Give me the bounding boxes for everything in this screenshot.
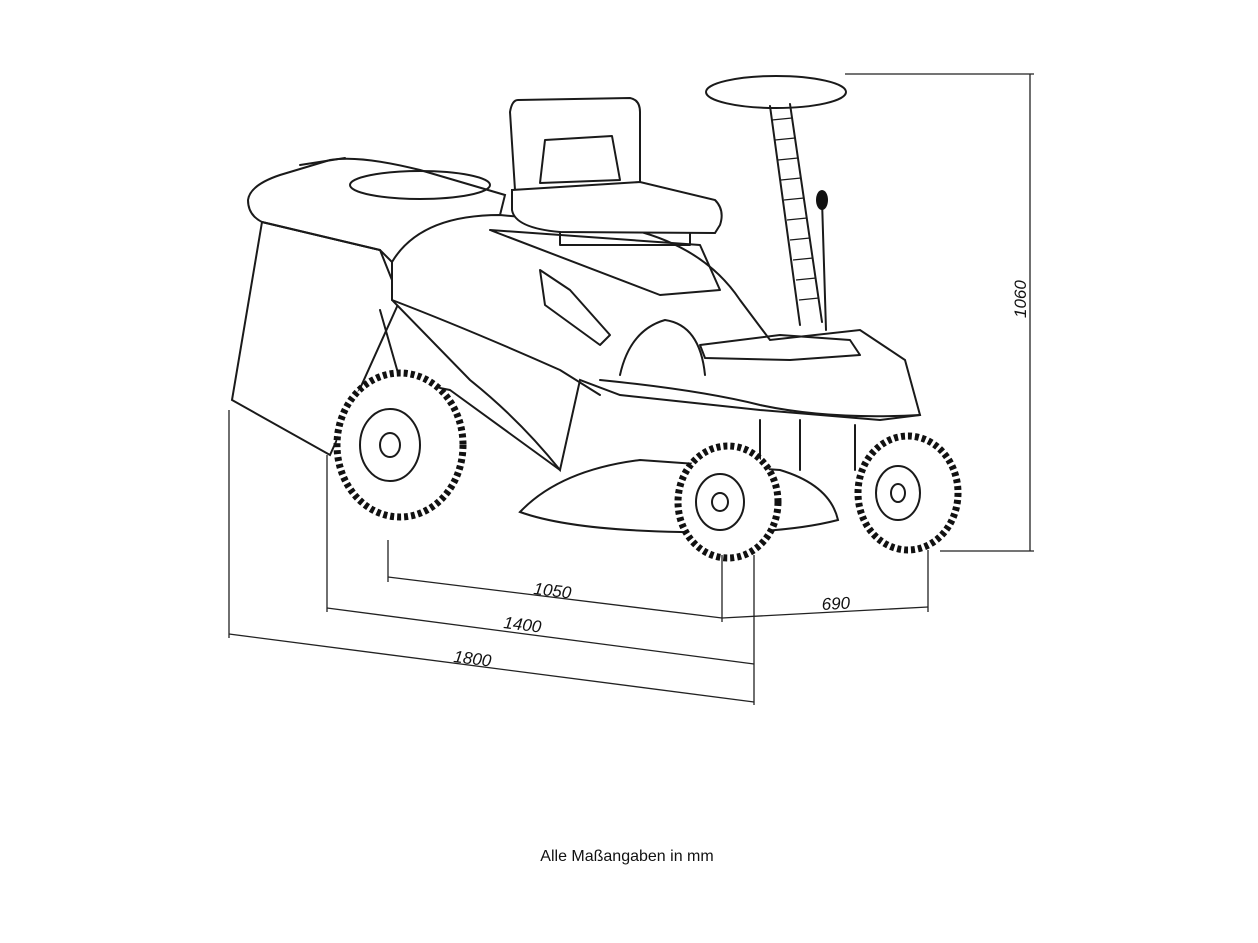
mower-body [379,213,922,473]
dimension-wheelbase: 1050 [533,579,573,603]
dimension-lines [228,73,1034,705]
dimension-width: 690 [821,594,851,614]
seat [508,96,723,246]
front-wheel-right [854,432,962,554]
dimension-length: 1400 [503,613,543,637]
dimension-total-length: 1800 [453,647,493,671]
caption: Alle Maßangaben in mm [540,848,714,865]
dimension-height: 1060 [1011,280,1030,318]
rear-wheel [333,369,467,521]
steering [705,75,847,331]
front-wheel-left [674,442,782,562]
